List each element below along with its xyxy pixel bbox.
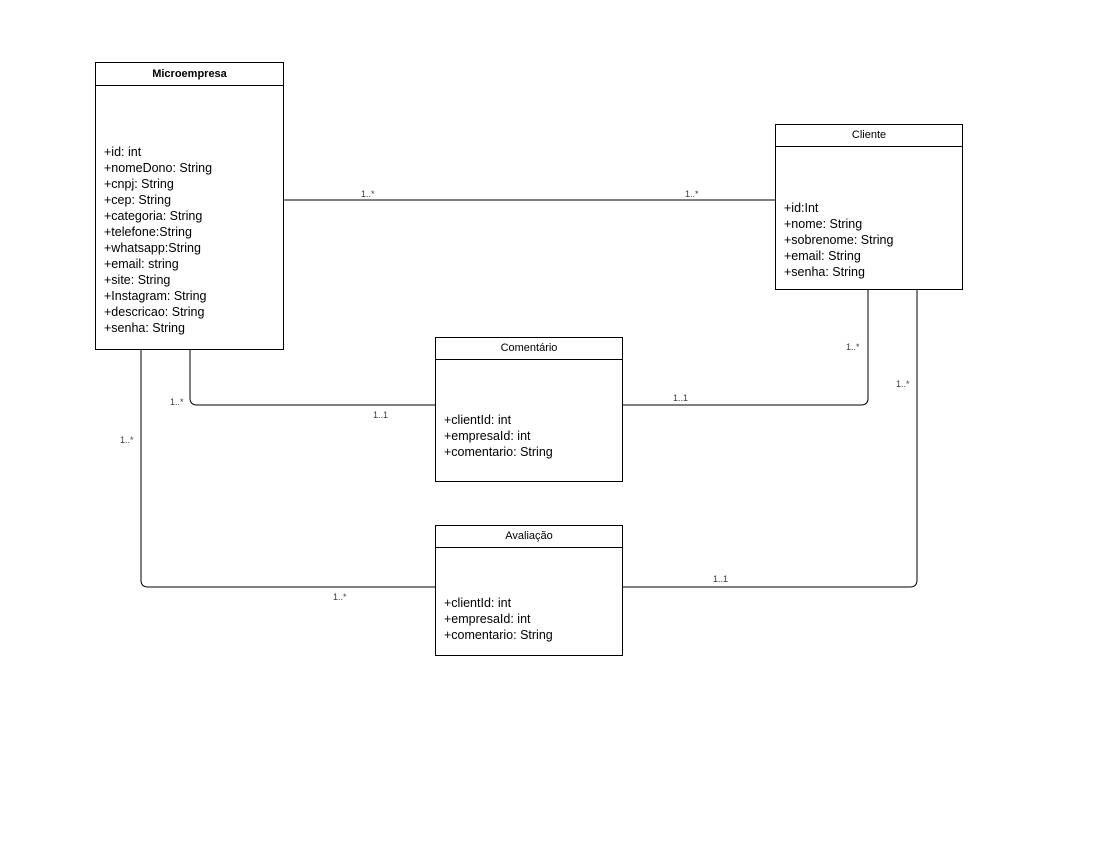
attribute-row: +telefone:String bbox=[104, 225, 192, 239]
attribute-row: +email: string bbox=[104, 257, 179, 271]
attribute-row: +Instagram: String bbox=[104, 289, 207, 303]
multiplicity-label-microempresa-avaliacao-target: 1..* bbox=[333, 592, 347, 602]
multiplicity-label-avaliacao-cliente-target: 1..* bbox=[896, 379, 910, 389]
multiplicity-label-avaliacao-cliente-source: 1..1 bbox=[713, 574, 729, 584]
class-title-avaliacao: Avaliação bbox=[436, 526, 622, 548]
attribute-row: +clientId: int bbox=[444, 596, 512, 610]
attribute-row: +id:Int bbox=[784, 201, 819, 215]
class-attributes-microempresa: +id: int +nomeDono: String +cnpj: String +c… bbox=[96, 86, 283, 349]
uml-class-comentario[interactable]: Comentário+clientId: int+empresaId: int+… bbox=[435, 337, 623, 482]
attribute-row: +empresaId: int bbox=[444, 612, 531, 626]
multiplicity-label-microempresa-cliente-target: 1..* bbox=[685, 189, 699, 199]
multiplicity-label-microempresa-avaliacao-source: 1..* bbox=[120, 435, 134, 445]
attribute-row: +descricao: String bbox=[104, 305, 205, 319]
attribute-list-microempresa: +id: int +nomeDono: String +cnpj: String +c… bbox=[104, 144, 212, 336]
class-title-microempresa: Microempresa bbox=[96, 63, 283, 86]
attribute-row: +senha: String bbox=[104, 321, 185, 335]
attribute-row: +comentario: String bbox=[444, 628, 553, 642]
attribute-row: +email: String bbox=[784, 249, 861, 263]
attribute-row: +empresaId: int bbox=[444, 429, 531, 443]
multiplicity-label-microempresa-comentario-source: 1..* bbox=[170, 397, 184, 407]
attribute-row: +cnpj: String bbox=[104, 177, 174, 191]
association-line-microempresa-avaliacao bbox=[140, 350, 435, 588]
class-attributes-avaliacao: +clientId: int +empresaId: int +comentario… bbox=[436, 548, 622, 655]
attribute-row: +whatsapp:String bbox=[104, 241, 201, 255]
attribute-list-comentario: +clientId: int +empresaId: int +comentario… bbox=[444, 412, 553, 460]
class-title-cliente: Cliente bbox=[776, 125, 962, 147]
attribute-row: +categoria: String bbox=[104, 209, 203, 223]
attribute-row: +cep: String bbox=[104, 193, 172, 207]
attribute-row: +site: String bbox=[104, 273, 171, 287]
class-title-comentario: Comentário bbox=[436, 338, 622, 360]
attribute-row: +senha: String bbox=[784, 265, 865, 279]
uml-class-avaliacao[interactable]: Avaliação+clientId: int+empresaId: int+c… bbox=[435, 525, 623, 656]
association-line-avaliacao-cliente bbox=[623, 290, 918, 588]
attribute-row: +nome: String bbox=[784, 217, 863, 231]
association-line-comentario-cliente bbox=[623, 290, 869, 406]
class-attributes-comentario: +clientId: int +empresaId: int +comentario… bbox=[436, 360, 622, 481]
attribute-list-cliente: +id:Int +nome: String +sobrenome: String +e… bbox=[784, 200, 893, 280]
association-line-microempresa-comentario bbox=[189, 350, 435, 406]
attribute-list-avaliacao: +clientId: int +empresaId: int +comentario… bbox=[444, 595, 553, 643]
uml-class-microempresa[interactable]: Microempresa +id: int +nomeDono: String +cn… bbox=[95, 62, 284, 350]
uml-class-cliente[interactable]: Cliente +id:Int +nome: String +sobrenome: S… bbox=[775, 124, 963, 290]
attribute-row: +sobrenome: String bbox=[784, 233, 894, 247]
attribute-row: +id: int bbox=[104, 145, 142, 159]
attribute-row: +clientId: int bbox=[444, 413, 512, 427]
multiplicity-label-comentario-cliente-target: 1..* bbox=[846, 342, 860, 352]
class-attributes-cliente: +id:Int +nome: String +sobrenome: String +e… bbox=[776, 147, 962, 289]
attribute-row: +nomeDono: String bbox=[104, 161, 213, 175]
multiplicity-label-comentario-cliente-source: 1..1 bbox=[673, 393, 689, 403]
multiplicity-label-microempresa-comentario-target: 1..1 bbox=[373, 410, 389, 420]
attribute-row: +comentario: String bbox=[444, 445, 553, 459]
multiplicity-label-microempresa-cliente-source: 1..* bbox=[361, 189, 375, 199]
